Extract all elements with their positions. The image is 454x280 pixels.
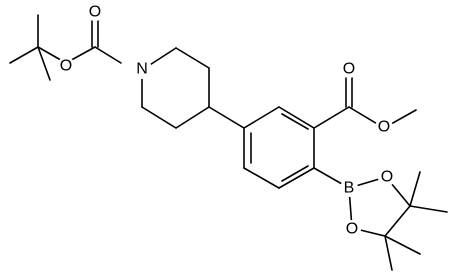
atom-boron: B	[340, 179, 358, 197]
atom-label-text: O	[89, 4, 101, 21]
bond-c-c-dioxaborolane	[384, 205, 411, 237]
bond-pinacol-methyl-1	[409, 171, 421, 207]
atom-o-ester-boc: O	[57, 57, 75, 75]
atom-label-text: O	[381, 169, 393, 186]
bond-pip-c4-c5	[175, 106, 210, 129]
bond-ring-inner-2	[281, 165, 309, 182]
atom-o-carbonyl-boc: O	[86, 3, 104, 21]
bond-layer	[9, 14, 448, 271]
atom-label-text: N	[136, 61, 148, 78]
bond-ring-e	[243, 167, 280, 189]
bond-aryl-ester-carbon	[313, 106, 350, 129]
atom-label-text: O	[60, 58, 72, 75]
atom-o-ring-lower: O	[343, 220, 361, 238]
atom-label-text: O	[378, 119, 390, 136]
bond-pip-c5-c6	[141, 106, 177, 129]
atom-n-piperidine: N	[132, 59, 152, 79]
bond-pinacol-methyl-2	[409, 205, 448, 213]
bond-pip-aryl	[208, 106, 245, 129]
bond-pinacol-methyl-4	[384, 235, 393, 271]
atom-o-methoxy: O	[375, 118, 393, 136]
bond-ring-b	[278, 106, 315, 129]
atom-o-carbonyl-ester: O	[340, 60, 358, 78]
atom-label-text: O	[346, 221, 358, 238]
atom-label-text: O	[343, 61, 355, 78]
atom-label-layer: O O N O O B O O	[57, 3, 396, 238]
bond-pinacol-methyl-3	[384, 235, 421, 255]
bond-ring-inner-1	[281, 113, 309, 130]
atom-label-text: B	[344, 180, 355, 197]
bond-tbu-methyl-left	[9, 46, 39, 64]
bond-ring-a	[243, 106, 280, 129]
bond-pip-c2-c3	[175, 47, 210, 69]
bond-carbonyl-nitrogen	[94, 46, 122, 64]
atom-o-ring-upper: O	[378, 168, 396, 186]
bond-tbu-methyl-lower	[37, 46, 51, 81]
bond-ring-d	[278, 167, 315, 189]
